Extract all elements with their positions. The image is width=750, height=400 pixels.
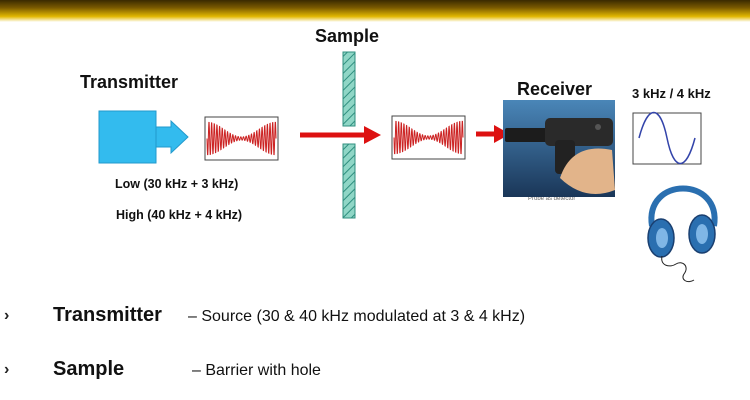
transmitter-label: Transmitter [80, 72, 179, 92]
transmitter-icon [98, 110, 189, 164]
arrow-icon [300, 126, 381, 144]
sample-label: Sample [315, 26, 380, 46]
header-bar [0, 0, 750, 22]
low-frequency-label: Low (30 kHz + 3 kHz) [115, 177, 239, 191]
tones-label: 3 kHz / 4 kHz [632, 86, 711, 101]
headphones-icon [647, 185, 718, 283]
arrow-icon [476, 125, 510, 143]
bullet-marker: › [4, 361, 10, 378]
modulated-waveform-2 [391, 115, 466, 160]
bullet-term-transmitter: Transmitter [53, 304, 162, 326]
modulated-waveform-1 [204, 116, 279, 161]
sample-barrier [342, 51, 356, 219]
bullet-desc-sample: – Barrier with hole [192, 362, 321, 379]
bullet-marker: › [4, 307, 10, 324]
receiver-label: Receiver [517, 79, 593, 99]
bullet-term-sample: Sample [53, 358, 125, 380]
probe-caption: Probe as detector [528, 196, 576, 202]
receiver-probe-icon [503, 100, 615, 197]
tone-waveform [632, 111, 702, 165]
bullet-desc-transmitter: – Source (30 & 40 kHz modulated at 3 & 4… [188, 308, 526, 325]
high-frequency-label: High (40 kHz + 4 kHz) [116, 208, 243, 222]
